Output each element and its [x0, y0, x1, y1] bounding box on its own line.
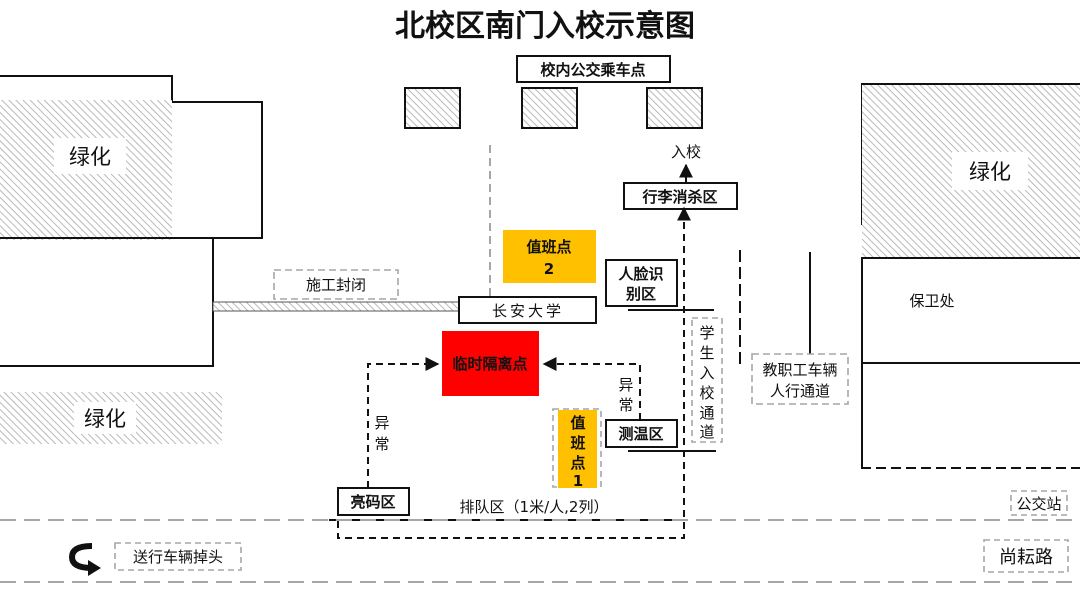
- svg-text:点: 点: [570, 454, 585, 472]
- svg-text:1: 1: [573, 472, 583, 490]
- enter-school-label: 入校: [671, 143, 701, 161]
- u-turn-arrow-head: [88, 560, 101, 576]
- face-recognition-box: [605, 259, 678, 307]
- face-recognition-label-line1: 人脸识: [618, 265, 663, 283]
- staff-vehicle-channel-box: [751, 353, 849, 405]
- staff-vehicle-label-line1: 教职工车辆: [762, 361, 837, 379]
- bus-stop-in-campus-box: [516, 55, 671, 83]
- face-recognition-label-line2: 别区: [625, 285, 656, 303]
- uturn-label: 送行车辆掉头: [133, 548, 223, 566]
- duty-point-1: [558, 410, 597, 488]
- bus-stop-label: 公交站: [1016, 495, 1061, 513]
- duty-point-2-label-line2: 2: [544, 260, 554, 278]
- construction-closed-label: 施工封闭: [306, 276, 366, 294]
- bus-stop-box: [1010, 490, 1068, 516]
- svg-text:校: 校: [699, 384, 714, 402]
- bus-stop-in-campus-label: 校内公交乘车点: [540, 61, 645, 79]
- svg-text:学: 学: [699, 324, 714, 342]
- abnormal-path-left: [367, 357, 440, 488]
- abnormal-right-label-2: 常: [618, 396, 633, 414]
- queue-zone-label: 排队区（1米/人,2列）: [460, 498, 609, 516]
- main-flow-path: [337, 206, 691, 539]
- temp-isolation-label: 临时隔离点: [452, 355, 527, 373]
- abnormal-left-label-2: 常: [374, 435, 389, 453]
- abnormal-left-label-1: 异: [374, 414, 389, 432]
- duty-point-1-label: 值 班 点 1: [570, 414, 585, 490]
- bus-shelter-2: [521, 87, 578, 129]
- temperature-zone-label: 测温区: [618, 425, 663, 443]
- duty-point-2: [503, 230, 596, 283]
- greenery-label-box-top-left: [54, 138, 126, 174]
- left-building-outline: [0, 75, 263, 367]
- greenery-top-left-label: 绿化: [69, 145, 111, 169]
- changan-university-label: 长安大学: [492, 302, 564, 320]
- student-channel-label: 学 生 入 校 通 道: [699, 324, 714, 441]
- health-code-zone-box: [337, 487, 410, 516]
- svg-text:道: 道: [699, 423, 714, 441]
- uturn-label-box: [114, 542, 242, 571]
- bus-shelter-1: [404, 87, 461, 129]
- svg-text:生: 生: [699, 344, 714, 362]
- road-name-label: 尚耘路: [999, 547, 1053, 568]
- svg-text:通: 通: [699, 404, 714, 422]
- luggage-disinfect-box: [623, 182, 738, 210]
- abnormal-path-right: [542, 357, 641, 420]
- greenery-label-box-top-right: [952, 152, 1028, 190]
- abnormal-right-label-1: 异: [618, 376, 633, 394]
- greenery-top-right-label: 绿化: [969, 160, 1011, 184]
- changan-university-sign: [458, 296, 597, 324]
- security-office-label: 保卫处: [909, 292, 954, 310]
- svg-text:值: 值: [570, 414, 585, 432]
- svg-text:入: 入: [699, 364, 714, 382]
- greenery-bottom-left-label: 绿化: [84, 407, 126, 431]
- duty-point-2-label-line1: 值班点: [526, 238, 571, 256]
- construction-closed-box: [273, 269, 399, 300]
- road-name-box: [983, 539, 1069, 573]
- page-title: 北校区南门入校示意图: [395, 9, 695, 44]
- svg-text:班: 班: [570, 434, 585, 452]
- health-code-zone-label: 亮码区: [350, 493, 395, 511]
- construction-strip: [212, 301, 460, 312]
- greenery-label-box-bottom-left: [74, 402, 136, 434]
- u-turn-arrow-icon: [68, 543, 93, 571]
- luggage-disinfect-label: 行李消杀区: [641, 188, 717, 206]
- staff-vehicle-label-line2: 人行通道: [770, 382, 830, 400]
- temperature-zone-box: [605, 419, 678, 448]
- student-channel-box: [691, 317, 723, 443]
- right-building-dashed-base: [861, 392, 1080, 469]
- temp-isolation-point: [442, 331, 539, 396]
- bus-shelter-3: [646, 87, 703, 129]
